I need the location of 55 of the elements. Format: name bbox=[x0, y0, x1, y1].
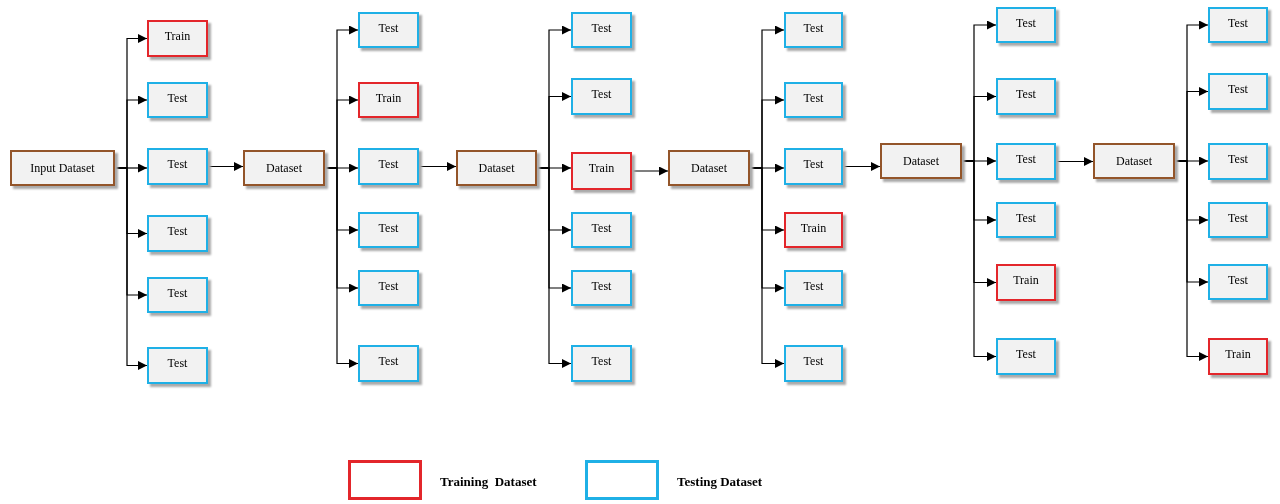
train-box: Train bbox=[571, 152, 632, 190]
test-box: Test bbox=[358, 345, 419, 382]
test-box: Test bbox=[1208, 143, 1268, 180]
dataset-box: Dataset bbox=[243, 150, 325, 186]
arrow bbox=[324, 167, 359, 368]
legend-label: Testing Dataset bbox=[677, 474, 763, 490]
test-box: Test bbox=[1208, 7, 1268, 43]
test-box: Test bbox=[358, 212, 419, 248]
train-box: Train bbox=[1208, 338, 1268, 375]
test-box: Test bbox=[784, 148, 843, 185]
test-box: Test bbox=[571, 12, 632, 48]
dataset-box: Dataset bbox=[668, 150, 750, 186]
test-box: Test bbox=[571, 345, 632, 382]
arrow bbox=[961, 160, 997, 361]
test-box: Test bbox=[571, 212, 632, 248]
dataset-box: Dataset bbox=[1093, 143, 1175, 179]
test-box: Test bbox=[784, 12, 843, 48]
test-box: Test bbox=[571, 270, 632, 306]
test-box: Test bbox=[784, 345, 843, 382]
test-box: Test bbox=[147, 148, 208, 185]
test-box: Test bbox=[996, 7, 1056, 43]
legend-label: Training Dataset bbox=[440, 474, 537, 490]
arrow bbox=[842, 162, 881, 171]
test-box: Test bbox=[147, 277, 208, 313]
arrow bbox=[1055, 157, 1094, 166]
arrow bbox=[418, 162, 457, 171]
test-box: Test bbox=[358, 270, 419, 306]
dataset-box: Input Dataset bbox=[10, 150, 115, 186]
test-box: Test bbox=[1208, 202, 1268, 238]
arrow bbox=[207, 162, 244, 171]
arrow bbox=[536, 167, 572, 368]
arrow bbox=[1174, 160, 1209, 361]
arrow bbox=[631, 166, 669, 176]
test-box: Test bbox=[1208, 264, 1268, 300]
test-box: Test bbox=[996, 338, 1056, 375]
test-box: Test bbox=[358, 12, 419, 48]
test-box: Test bbox=[1208, 73, 1268, 110]
train-box: Train bbox=[996, 264, 1056, 301]
test-box: Test bbox=[571, 78, 632, 115]
test-box: Test bbox=[996, 143, 1056, 180]
test-box: Test bbox=[784, 82, 843, 118]
test-box: Test bbox=[147, 215, 208, 252]
train-box: Train bbox=[784, 212, 843, 248]
test-box: Test bbox=[147, 82, 208, 118]
dataset-box: Dataset bbox=[880, 143, 962, 179]
train-box: Train bbox=[147, 20, 208, 57]
arrow bbox=[114, 167, 148, 370]
test-box: Test bbox=[147, 347, 208, 384]
test-box: Test bbox=[784, 270, 843, 306]
test-box: Test bbox=[996, 202, 1056, 238]
test-box: Test bbox=[996, 78, 1056, 115]
train-box: Train bbox=[358, 82, 419, 118]
arrow bbox=[749, 167, 785, 368]
test-box: Test bbox=[358, 148, 419, 185]
dataset-box: Dataset bbox=[456, 150, 537, 186]
